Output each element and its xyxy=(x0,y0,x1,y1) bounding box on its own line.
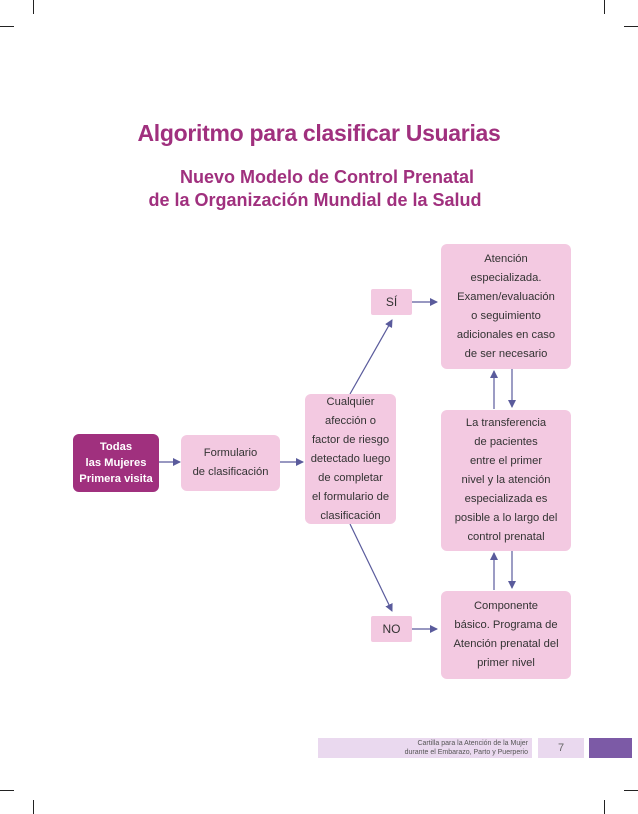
crop-mark xyxy=(624,790,638,791)
start-node: Todas las Mujeres Primera visita xyxy=(73,434,159,492)
footer-text: Cartilla para la Atención de la Mujer du… xyxy=(404,740,528,756)
footer-color-block xyxy=(589,738,632,758)
specialized-care-node: Atención especializada. Examen/evaluació… xyxy=(441,244,571,369)
crop-mark xyxy=(33,0,34,14)
arrow-question-to-yes xyxy=(349,319,393,395)
transfer-node: La transferencia de pacientes entre el p… xyxy=(441,410,571,551)
no-node: NO xyxy=(371,616,412,642)
subtitle-line-2: de la Organización Mundial de la Salud xyxy=(148,190,482,210)
crop-mark xyxy=(0,790,14,791)
crop-mark xyxy=(604,0,605,14)
crop-mark xyxy=(0,26,14,27)
crop-mark xyxy=(33,800,34,814)
crop-mark xyxy=(604,800,605,814)
form-node: Formulario de clasificación xyxy=(181,435,280,491)
subtitle-line-1: Nuevo Modelo de Control Prenatal xyxy=(179,167,475,187)
question-node: Cualquier afección o factor de riesgo de… xyxy=(305,394,396,524)
page-title: Algoritmo para clasificar Usuarias xyxy=(137,120,501,146)
page-number: 7 xyxy=(538,738,584,758)
yes-node: SÍ xyxy=(371,289,412,315)
basic-component-node: Componente básico. Programa de Atención … xyxy=(441,591,571,679)
arrow-question-to-no xyxy=(349,523,393,612)
footer-band xyxy=(318,738,532,758)
crop-mark xyxy=(624,26,638,27)
